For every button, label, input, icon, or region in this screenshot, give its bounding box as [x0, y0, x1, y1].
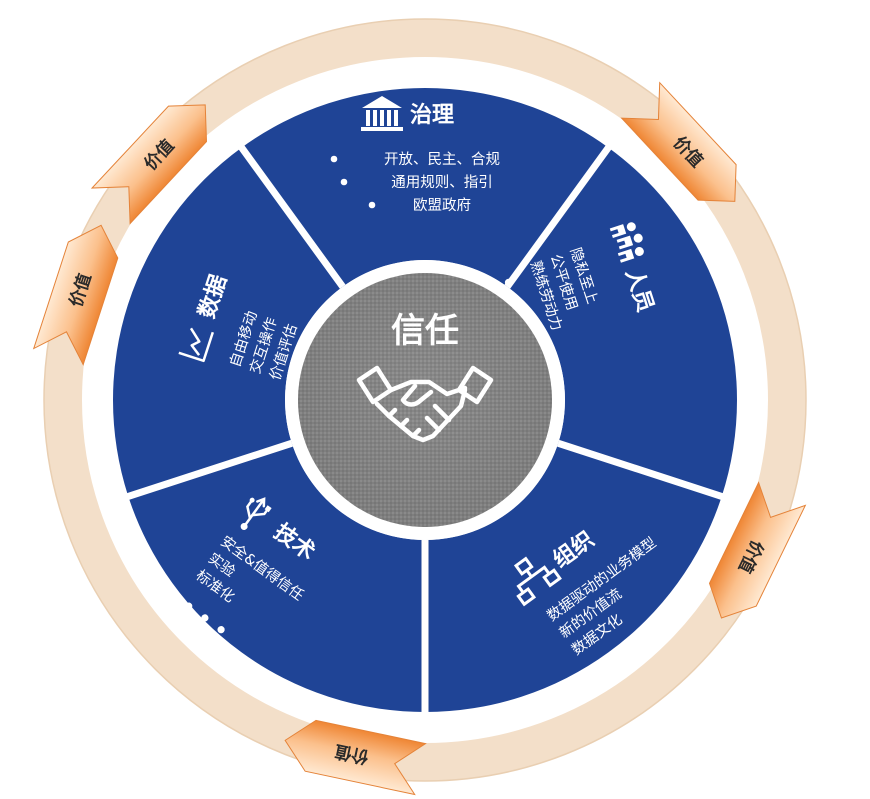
sector-divider — [504, 143, 613, 289]
bullet-dot — [368, 201, 376, 209]
value-arrows: 价值价值价值价值价值 — [32, 81, 807, 796]
ellipsis-dot — [630, 643, 638, 651]
value-arrow: 价值 — [284, 719, 427, 796]
value-arrow: 价值 — [32, 224, 119, 366]
sector-item: 开放、民主、合规 — [384, 151, 500, 168]
value-ring-outer-edge — [43, 18, 807, 782]
sector-background — [112, 147, 343, 497]
sector-background — [241, 88, 609, 287]
sector-title: 治理 — [410, 102, 454, 128]
people-group-icon — [609, 222, 644, 263]
sector-divider — [125, 439, 293, 501]
sector-background — [507, 147, 737, 497]
ellipsis-dot — [504, 278, 513, 287]
sector-background — [128, 443, 425, 712]
center-title: 信任 — [391, 311, 459, 351]
sector-divider — [237, 143, 346, 289]
value-arrow: 价值 — [620, 81, 737, 202]
value-arrow: 价值 — [90, 104, 208, 225]
ellipsis-dot — [185, 602, 193, 610]
sector-item: 通用规则、指引 — [391, 174, 493, 191]
sector-ring: 治理开放、民主、合规通用规则、指引欧盟政府人员隐私至上公平使用熟练劳动力组织数据… — [112, 88, 737, 714]
handshake-icon — [356, 365, 494, 443]
value-ring — [44, 19, 806, 781]
bullet-dot — [330, 155, 338, 163]
ellipsis-dot — [614, 654, 622, 663]
sector-divider — [557, 439, 725, 501]
ellipsis-dot — [201, 614, 209, 622]
ellipsis-dot — [217, 626, 225, 634]
ellipsis-dot — [598, 666, 606, 674]
line-chart-icon — [178, 327, 215, 363]
sector-background — [425, 443, 722, 712]
sector-item: 欧盟政府 — [413, 197, 471, 214]
bullet-dot — [340, 178, 348, 186]
value-arrow: 价值 — [708, 481, 807, 619]
government-building-icon — [361, 96, 403, 131]
usb-icon — [240, 497, 272, 530]
org-chart-icon — [513, 556, 562, 607]
